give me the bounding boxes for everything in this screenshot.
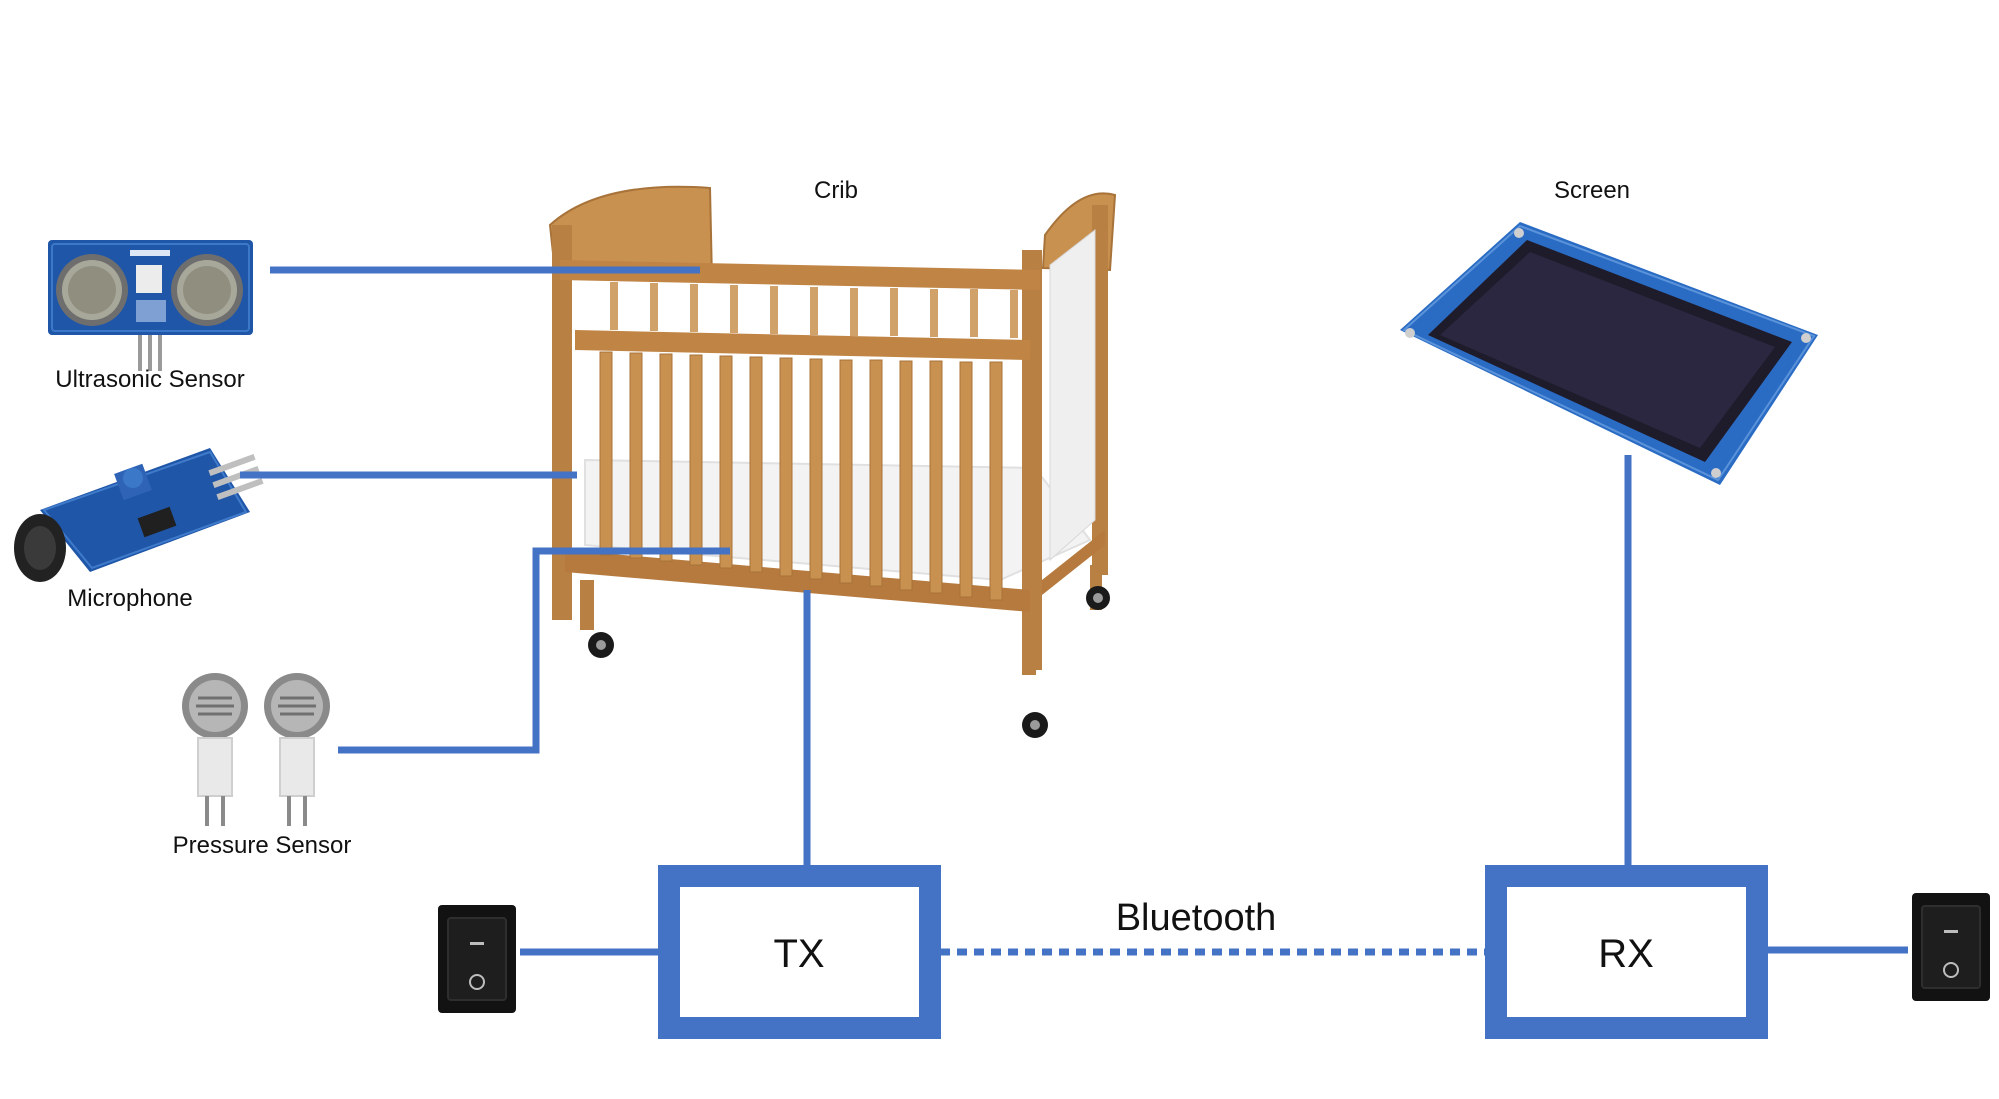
microphone-module-icon [14, 448, 264, 582]
rocker-switch-icon [1912, 893, 1990, 1001]
rocker-switch-icon [438, 905, 516, 1013]
bluetooth-label: Bluetooth [1116, 897, 1277, 939]
tx-box [658, 865, 941, 1039]
pressure-sensor-icon [182, 673, 330, 826]
crib-icon [548, 185, 1117, 738]
ultrasonic-sensor-icon [48, 240, 253, 371]
microphone-label: Microphone [67, 585, 192, 612]
tx-label: TX [773, 932, 824, 976]
pressure-sensor-label: Pressure Sensor [173, 832, 352, 859]
rx-box [1485, 865, 1768, 1039]
oled-screen-icon [1400, 222, 1818, 485]
rx-label: RX [1598, 932, 1654, 976]
crib-label: Crib [814, 177, 858, 204]
pressure-connector [338, 547, 730, 754]
ultrasonic-sensor-label: Ultrasonic Sensor [55, 366, 244, 393]
connector-lines [240, 266, 1908, 956]
screen-label: Screen [1554, 177, 1630, 204]
